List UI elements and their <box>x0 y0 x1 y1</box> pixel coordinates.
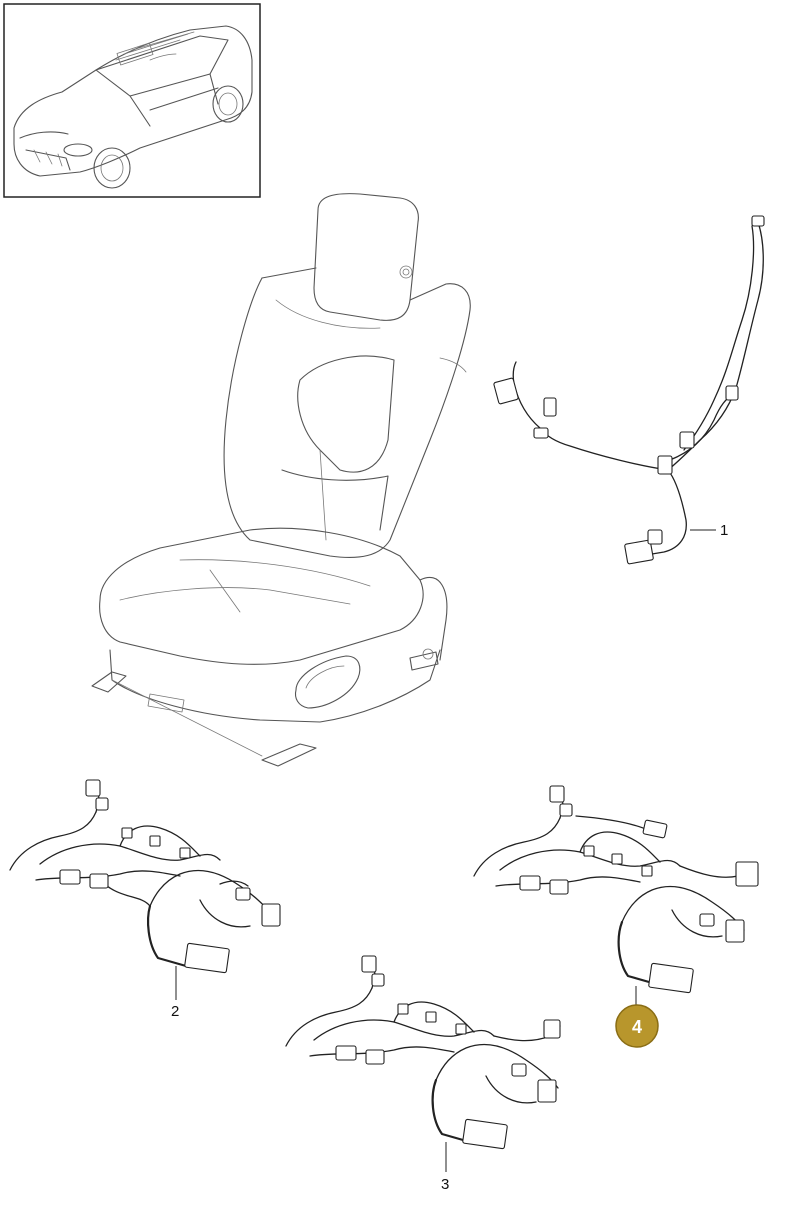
seat-illustration <box>91 193 471 767</box>
connector-icon <box>121 827 133 839</box>
connector-icon <box>85 779 101 797</box>
connector-icon <box>583 845 595 857</box>
connector-icon <box>699 913 715 927</box>
connector-icon <box>537 1079 557 1103</box>
connector-icon <box>179 847 191 859</box>
connector-icon <box>549 879 569 895</box>
connector-icon <box>149 835 161 847</box>
part-2-seat-harness <box>9 779 281 1000</box>
thumbnail-frame <box>3 3 261 198</box>
vehicle-thumbnail <box>3 3 261 198</box>
part-4-seat-harness <box>473 785 759 1006</box>
callout-4-label[interactable]: 4 <box>632 1017 642 1037</box>
connector-icon <box>462 1118 508 1150</box>
connector-icon <box>519 875 541 891</box>
connector-icon <box>611 853 623 865</box>
callout-4-badge[interactable]: 4 <box>615 1004 659 1048</box>
connector-icon <box>657 455 673 475</box>
connector-icon <box>335 1045 357 1061</box>
connector-icon <box>365 1049 385 1065</box>
connector-icon <box>624 539 654 565</box>
connector-icon <box>397 1003 409 1015</box>
connector-icon <box>679 431 695 449</box>
connector-icon <box>455 1023 467 1035</box>
connector-icon <box>641 865 653 877</box>
connector-icon <box>533 427 549 439</box>
connector-icon <box>559 803 573 817</box>
connector-icon <box>725 919 745 943</box>
connector-icon <box>751 215 765 227</box>
callout-3-label[interactable]: 3 <box>441 1176 449 1193</box>
connector-icon <box>648 962 694 994</box>
connector-icon <box>511 1063 527 1077</box>
connector-icon <box>59 869 81 885</box>
connector-icon <box>184 942 230 974</box>
connector-icon <box>543 1019 561 1039</box>
connector-icon <box>89 873 109 889</box>
callout-4-circle[interactable] <box>615 1004 659 1048</box>
connector-icon <box>361 955 377 973</box>
connector-icon <box>647 529 663 545</box>
callout-2-label[interactable]: 2 <box>171 1003 179 1020</box>
part-3-seat-harness <box>285 955 561 1172</box>
part-1-backrest-harness <box>493 215 765 565</box>
connector-icon <box>493 377 519 405</box>
connector-icon <box>371 973 385 987</box>
connector-icon <box>735 861 759 887</box>
callout-1-label[interactable]: 1 <box>720 522 728 539</box>
connector-icon <box>642 819 668 839</box>
suv-illustration <box>13 25 253 189</box>
connector-icon <box>425 1011 437 1023</box>
connector-icon <box>725 385 739 401</box>
connector-icon <box>261 903 281 927</box>
connector-icon <box>235 887 251 901</box>
connector-icon <box>543 397 557 417</box>
connector-icon <box>95 797 109 811</box>
connector-icon <box>549 785 565 803</box>
